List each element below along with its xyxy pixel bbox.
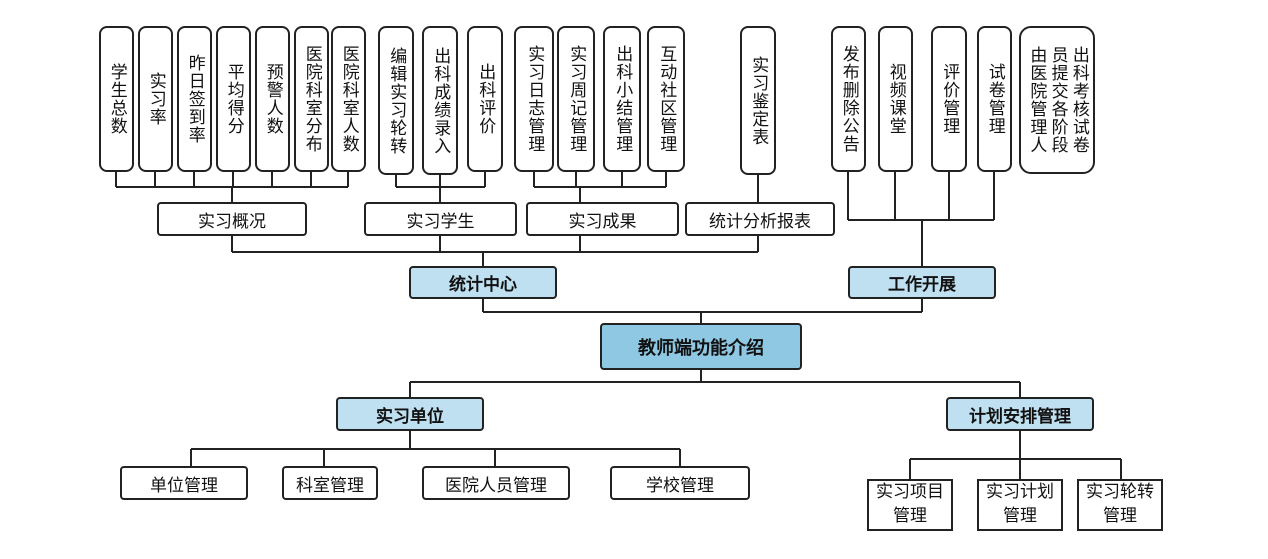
leaf-log-management: 实习日志管理 <box>514 26 554 172</box>
leaf-label: 平均得分 <box>223 63 244 135</box>
leaf-exit-evaluation: 出科评价 <box>467 26 503 172</box>
leaf-unit-management: 单位管理 <box>120 466 248 500</box>
leaf-label: 实习计划 管理 <box>986 482 1054 526</box>
leaf-label: 出科考核试卷 员提交各阶段 由医院管理人 <box>1026 46 1089 154</box>
leaf-label: 科室管理 <box>296 475 364 496</box>
group-results: 实习成果 <box>526 202 679 236</box>
leaf-exam-submission: 出科考核试卷 员提交各阶段 由医院管理人 <box>1019 26 1095 174</box>
leaf-weekly-management: 实习周记管理 <box>557 26 595 172</box>
leaf-label: 实习轮转 管理 <box>1086 482 1154 526</box>
branch-plan: 计划安排管理 <box>946 397 1094 431</box>
leaf-project-management: 实习项目 管理 <box>867 479 953 531</box>
group-label: 实习概况 <box>198 211 266 232</box>
connector-top <box>482 299 923 323</box>
branch-label: 实习单位 <box>376 406 444 427</box>
leaf-label: 互动社区管理 <box>656 45 677 153</box>
connector-bottom <box>409 370 1021 397</box>
leaf-label: 出科评价 <box>475 63 496 135</box>
leaf-dept-headcount: 医院科室人数 <box>331 26 366 172</box>
branch-work: 工作开展 <box>848 266 996 299</box>
leaf-label: 评价管理 <box>939 63 960 135</box>
leaf-label: 实习鉴定表 <box>748 55 769 146</box>
leaf-label: 出科成绩录入 <box>430 46 451 155</box>
leaf-label: 学校管理 <box>646 475 714 496</box>
connector-plan <box>909 431 1122 479</box>
leaf-appraisal-form: 实习鉴定表 <box>740 26 776 175</box>
group-label: 实习学生 <box>406 211 475 232</box>
group-label: 统计分析报表 <box>709 211 811 232</box>
leaf-label: 昨日签到率 <box>184 54 205 144</box>
leaf-hospital-staff-management: 医院人员管理 <box>422 466 570 500</box>
leaf-label: 学生总数 <box>106 63 127 135</box>
leaf-label: 实习日志管理 <box>524 45 545 153</box>
leaf-publish-notice: 发布删除公告 <box>831 26 866 172</box>
leaf-plan-management: 实习计划 管理 <box>977 479 1063 531</box>
connector-student <box>395 172 486 202</box>
leaf-yesterday-checkin-rate: 昨日签到率 <box>177 26 212 172</box>
leaf-summary-management: 出科小结管理 <box>603 26 641 172</box>
leaf-community-management: 互动社区管理 <box>647 26 685 172</box>
group-label: 实习成果 <box>568 211 637 232</box>
center-label: 教师端功能介绍 <box>638 337 764 359</box>
leaf-score-entry: 出科成绩录入 <box>422 26 458 175</box>
leaf-label: 出科小结管理 <box>612 45 633 153</box>
leaf-dept-distribution: 医院科室分布 <box>294 26 329 172</box>
connector-work <box>847 172 995 266</box>
leaf-dept-management: 科室管理 <box>282 466 378 500</box>
leaf-internship-rate: 实习率 <box>138 26 173 172</box>
leaf-video-class: 视频课堂 <box>878 26 913 172</box>
branch-stats-center: 统计中心 <box>409 266 557 299</box>
leaf-paper-management: 试卷管理 <box>977 26 1012 172</box>
branch-label: 计划安排管理 <box>969 406 1071 427</box>
connector-stats <box>231 236 759 266</box>
leaf-label: 单位管理 <box>150 475 218 496</box>
branch-label: 工作开展 <box>888 275 956 295</box>
leaf-average-score: 平均得分 <box>216 26 251 172</box>
connector-unit <box>190 431 681 466</box>
leaf-label: 实习周记管理 <box>566 45 587 153</box>
branch-unit: 实习单位 <box>336 397 484 431</box>
leaf-warning-count: 预警人数 <box>255 26 290 172</box>
connector-overview <box>115 172 349 202</box>
leaf-student-total: 学生总数 <box>99 26 134 172</box>
group-overview: 实习概况 <box>157 202 307 236</box>
leaf-label: 试卷管理 <box>984 63 1005 135</box>
leaf-evaluation-management: 评价管理 <box>931 26 967 172</box>
leaf-label: 实习项目 管理 <box>876 482 944 526</box>
connector-result <box>533 172 667 202</box>
leaf-label: 医院科室分布 <box>301 45 322 153</box>
leaf-label: 实习率 <box>145 72 166 126</box>
leaf-label: 编辑实习轮转 <box>386 46 407 155</box>
leaf-label: 医院人员管理 <box>445 475 547 496</box>
leaf-label: 预警人数 <box>262 63 283 135</box>
leaf-label: 视频课堂 <box>885 63 906 135</box>
group-report: 统计分析报表 <box>685 202 835 236</box>
leaf-edit-rotation: 编辑实习轮转 <box>378 26 414 175</box>
group-students: 实习学生 <box>364 202 517 236</box>
branch-label: 统计中心 <box>449 275 517 295</box>
leaf-label: 发布删除公告 <box>838 45 859 153</box>
leaf-label: 医院科室人数 <box>338 45 359 153</box>
center-node: 教师端功能介绍 <box>600 323 802 370</box>
leaf-school-management: 学校管理 <box>610 466 750 500</box>
leaf-rotation-management: 实习轮转 管理 <box>1077 479 1163 531</box>
